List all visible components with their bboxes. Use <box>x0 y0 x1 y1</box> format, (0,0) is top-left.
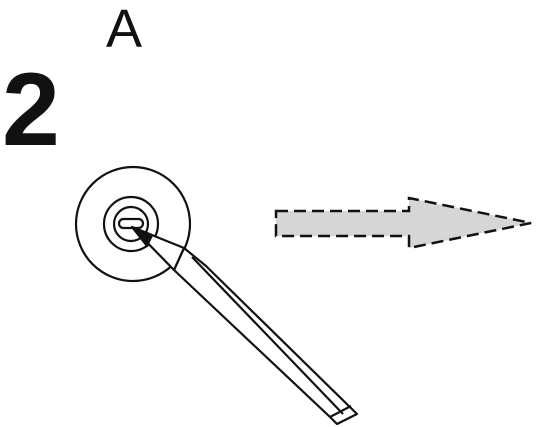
pencil-icon <box>130 225 359 426</box>
arrow-shape <box>274 196 532 250</box>
pencil-body <box>172 246 359 426</box>
variant-label: A <box>106 0 143 59</box>
circular-knob-icon <box>74 165 192 283</box>
pencil-groove <box>191 256 344 415</box>
knob-inner-ring <box>112 205 150 243</box>
knob-slot <box>117 217 145 230</box>
pencil-end <box>329 405 352 418</box>
step-number: 2 <box>2 52 60 168</box>
pencil-lead-tip <box>130 225 154 248</box>
knob-middle-ring <box>102 195 160 253</box>
knob-outer-ring <box>74 165 192 283</box>
dashed-arrow-right-icon <box>274 196 532 250</box>
